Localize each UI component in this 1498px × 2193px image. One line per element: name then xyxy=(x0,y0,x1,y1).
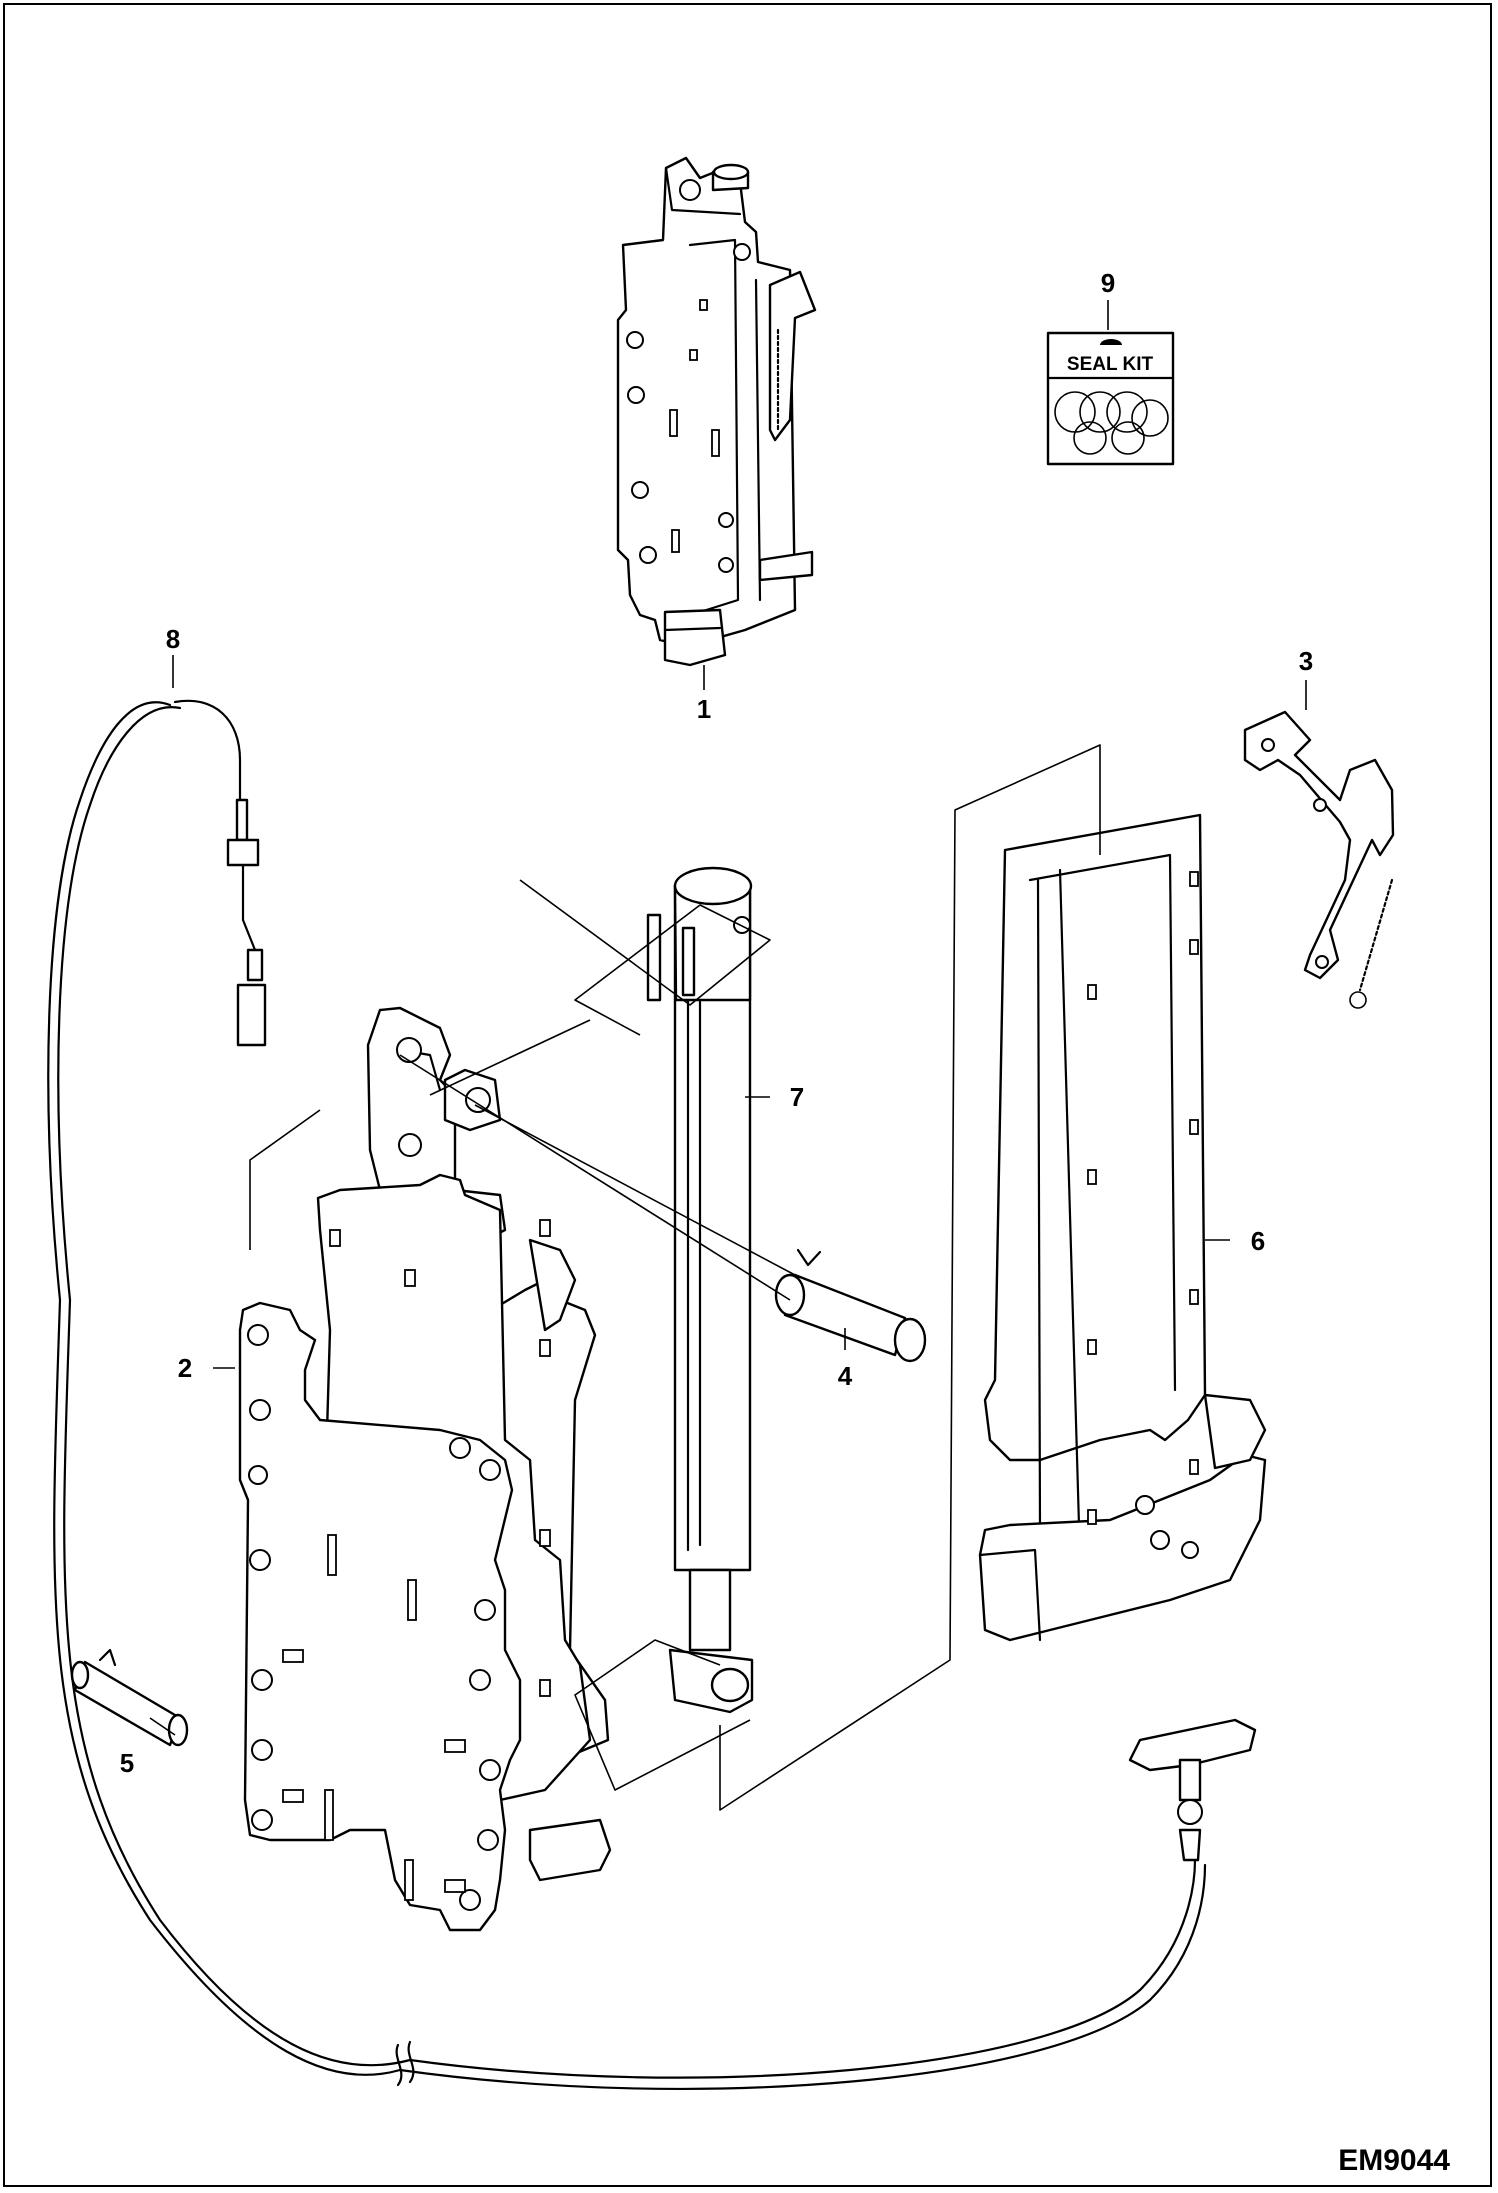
drawing-id: EM9044 xyxy=(1338,2144,1450,2177)
cylinder-part-7 xyxy=(646,866,754,1714)
seal-kit-part-9: SEAL KIT xyxy=(1046,331,1175,466)
pin-part-4 xyxy=(774,1248,927,1363)
callout-9: 9 xyxy=(1101,268,1115,298)
cable-part-8 xyxy=(47,699,1257,2090)
callout-1: 1 xyxy=(697,694,711,724)
pin-part-5 xyxy=(70,1648,189,1747)
frame-part-2 xyxy=(238,1006,612,1932)
callout-4: 4 xyxy=(838,1361,853,1391)
callout-3: 3 xyxy=(1299,646,1313,676)
lever-part-3 xyxy=(1243,710,1395,1009)
seal-kit-bag xyxy=(1046,331,1175,466)
wedge-part-6 xyxy=(978,813,1267,1642)
callout-7: 7 xyxy=(790,1082,804,1112)
seal-kit-label: SEAL KIT xyxy=(1067,354,1154,375)
callout-5: 5 xyxy=(120,1748,134,1778)
drawing-border xyxy=(3,3,1492,2187)
assembly-lines xyxy=(249,744,1101,1811)
callout-leaders xyxy=(149,300,1307,1736)
callout-8: 8 xyxy=(166,624,180,654)
o-ring-icons xyxy=(1054,391,1169,455)
callout-6: 6 xyxy=(1251,1226,1265,1256)
coupler-assembly-part-1 xyxy=(616,156,817,667)
callouts: 1 2 3 4 5 6 7 8 9 xyxy=(120,268,1313,1778)
hang-tab-icon xyxy=(1100,339,1122,345)
callout-2: 2 xyxy=(178,1353,192,1383)
